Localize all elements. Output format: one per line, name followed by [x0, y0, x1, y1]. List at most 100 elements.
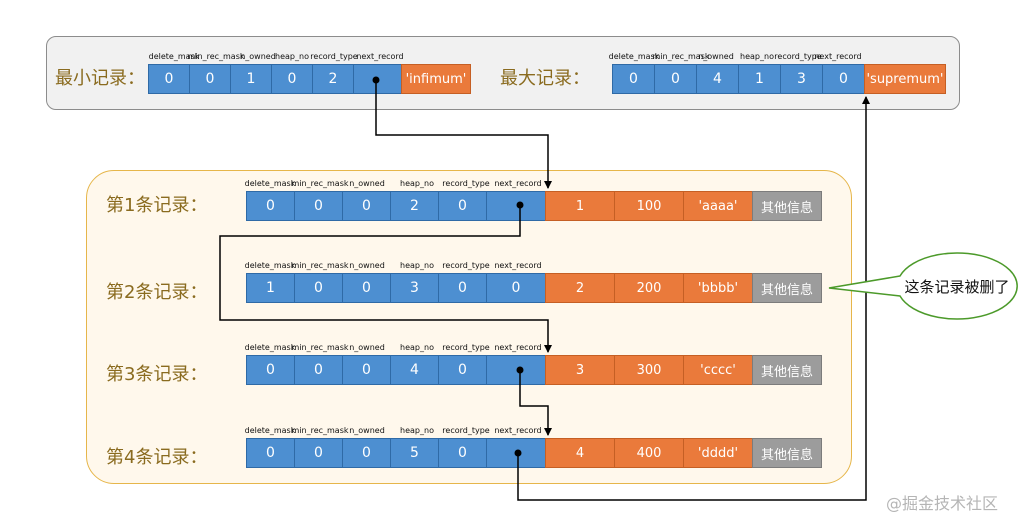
field-cell: 2	[312, 64, 354, 94]
user-records-panel	[86, 170, 852, 484]
supremum-label: 最大记录：	[500, 68, 590, 89]
deleted-note-text: 这条记录被删了	[904, 277, 1010, 296]
header-label: next_record	[494, 179, 542, 188]
header-label: delete_mask	[244, 179, 296, 188]
other-info-cell: 其他信息	[752, 191, 822, 221]
other-info-cell: 其他信息	[752, 273, 822, 303]
data-cell: 'bbbb'	[683, 273, 753, 303]
record-4: 0 0 0 5 0 4 400 'dddd' 其他信息	[246, 438, 822, 468]
field-cell: 0	[189, 64, 231, 94]
record-1: 0 0 0 2 0 1 100 'aaaa' 其他信息	[246, 191, 822, 221]
header-label: record_type	[442, 426, 490, 435]
supremum-record: 0 0 4 1 3 0 'supremum'	[612, 64, 946, 94]
field-cell: 0	[438, 355, 487, 385]
header-label: next_record	[814, 52, 862, 61]
header-label: next_record	[494, 261, 542, 270]
watermark: @掘金技术社区	[886, 494, 999, 513]
data-cell: 'cccc'	[683, 355, 753, 385]
header-label: delete_mask	[148, 52, 200, 61]
record-4-label: 第4条记录：	[106, 447, 208, 468]
deleted-note: 这条记录被删了	[894, 251, 1020, 321]
header-label: min_rec_mask	[291, 179, 349, 188]
pointer-dot	[372, 76, 380, 84]
infimum-tag: 'infimum'	[401, 64, 471, 94]
field-cell: 0	[271, 64, 313, 94]
record-2-label: 第2条记录：	[106, 282, 208, 303]
header-label: record_type	[310, 52, 358, 61]
infimum-record: 0 0 1 0 2 'infimum'	[148, 64, 471, 94]
next-record-cell: 0	[822, 64, 865, 94]
infimum-label: 最小记录：	[55, 68, 145, 89]
header-label: record_type	[774, 52, 822, 61]
header-label: delete_mask	[608, 52, 660, 61]
other-info-cell: 其他信息	[752, 355, 822, 385]
other-info-cell: 其他信息	[752, 438, 822, 468]
field-cell: 0	[342, 355, 391, 385]
header-label: heap_no	[275, 52, 309, 61]
header-label: n_owned	[240, 52, 276, 61]
header-label: delete_mask	[244, 426, 296, 435]
header-label: n_owned	[349, 426, 385, 435]
pointer-arrow	[375, 80, 552, 189]
record-2: 1 0 0 3 0 0 2 200 'bbbb' 其他信息	[246, 273, 822, 303]
header-label: heap_no	[400, 179, 434, 188]
field-cell: 4	[696, 64, 739, 94]
data-cell: 3	[545, 355, 615, 385]
pointer-arrow	[517, 96, 870, 501]
field-cell: 0	[438, 273, 487, 303]
field-cell: 0	[294, 438, 343, 468]
field-cell: 0	[612, 64, 655, 94]
header-label: delete_mask	[244, 343, 296, 352]
header-label: heap_no	[400, 261, 434, 270]
field-cell: 0	[246, 355, 295, 385]
field-cell: 0	[342, 273, 391, 303]
field-cell: 1	[230, 64, 272, 94]
field-cell: 3	[780, 64, 823, 94]
field-cell: 3	[390, 273, 439, 303]
data-cell: 300	[614, 355, 684, 385]
data-cell: 2	[545, 273, 615, 303]
field-cell: 0	[438, 438, 487, 468]
field-cell: 0	[148, 64, 190, 94]
pointer-dot	[516, 366, 524, 374]
header-label: heap_no	[400, 343, 434, 352]
header-label: heap_no	[400, 426, 434, 435]
field-cell: 0	[654, 64, 697, 94]
next-record-cell	[486, 355, 546, 385]
pointer-arrow	[519, 370, 552, 436]
header-label: heap_no	[740, 52, 774, 61]
record-3: 0 0 0 4 0 3 300 'cccc' 其他信息	[246, 355, 822, 385]
record-3-label: 第3条记录：	[106, 364, 208, 385]
field-cell: 1	[246, 273, 295, 303]
header-label: min_rec_mask	[291, 261, 349, 270]
header-label: record_type	[442, 343, 490, 352]
data-cell: 'dddd'	[683, 438, 753, 468]
field-cell: 0	[246, 191, 295, 221]
field-cell: 0	[294, 355, 343, 385]
header-label: n_owned	[349, 179, 385, 188]
callout-bubble	[828, 252, 1018, 320]
pointer-arrow	[219, 205, 552, 353]
header-label: record_type	[442, 179, 490, 188]
header-label: record_type	[442, 261, 490, 270]
pointer-dot	[514, 449, 522, 457]
field-cell: 1	[738, 64, 781, 94]
next-record-cell	[486, 191, 546, 221]
field-cell: 0	[342, 191, 391, 221]
header-label: next_record	[494, 343, 542, 352]
header-label: n_owned	[698, 52, 734, 61]
header-label: next_record	[494, 426, 542, 435]
header-label: min_rec_mask	[652, 52, 710, 61]
header-label: min_rec_mask	[291, 343, 349, 352]
pointer-dot	[516, 201, 524, 209]
header-label: next_record	[356, 52, 404, 61]
header-label: min_rec_mask	[291, 426, 349, 435]
data-cell: 1	[545, 191, 615, 221]
supremum-tag: 'supremum'	[864, 64, 946, 94]
field-cell: 0	[342, 438, 391, 468]
data-cell: 400	[614, 438, 684, 468]
record-1-label: 第1条记录：	[106, 195, 208, 216]
field-cell: 2	[390, 191, 439, 221]
header-label: n_owned	[349, 261, 385, 270]
